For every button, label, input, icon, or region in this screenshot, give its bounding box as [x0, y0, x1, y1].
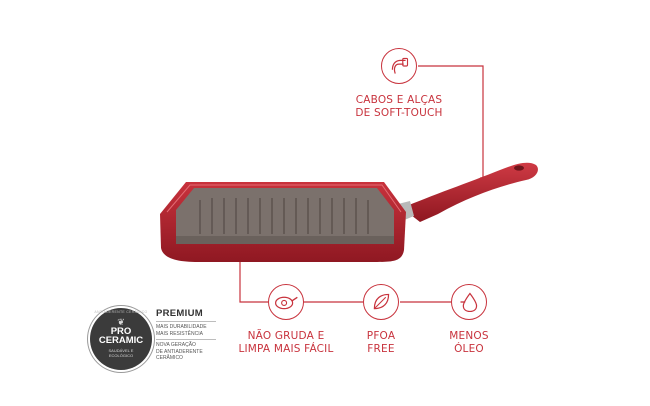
- egg-pan-icon: [268, 284, 304, 320]
- premium-row: MAIS RESISTÊNCIA: [156, 330, 203, 337]
- divider: [156, 321, 216, 322]
- badge-ring-text: ANTIADERENTE CERÂMICO: [94, 310, 148, 314]
- soft-touch-handle-icon: [381, 48, 417, 84]
- leaf-icon: ❦: [117, 317, 125, 327]
- pro-ceramic-badge: ANTIADERENTE CERÂMICO ❦ PRO CERAMIC SAUD…: [90, 308, 152, 370]
- premium-row: DE ANTIADERENTE: [156, 348, 203, 355]
- feature-label-non-stick: NÃO GRUDA E LIMPA MAIS FÁCIL: [236, 330, 336, 356]
- feature-text-line: CABOS E ALÇAS: [355, 94, 443, 106]
- badge-line: ECOLÓGICO: [108, 353, 134, 358]
- badge-line: CERAMIC: [98, 335, 144, 346]
- premium-title: PREMIUM: [156, 308, 203, 319]
- leaf-icon: [363, 284, 399, 320]
- feature-label-soft-touch: CABOS E ALÇAS DE SOFT-TOUCH: [350, 94, 448, 120]
- feature-text-line: PFOA: [366, 330, 396, 342]
- premium-row: CERÂMICO: [156, 355, 183, 361]
- oil-drop-icon: [451, 284, 487, 320]
- feature-label-pfoa: PFOA FREE: [355, 330, 407, 356]
- feature-text-line: ÓLEO: [454, 343, 484, 355]
- feature-text-line: FREE: [367, 343, 395, 355]
- premium-row: MAIS DURABILIDADE: [156, 324, 207, 330]
- premium-row: NOVA GERAÇÃO: [156, 342, 196, 348]
- premium-info: PREMIUM MAIS DURABILIDADE MAIS RESISTÊNC…: [156, 308, 218, 362]
- feature-text-line: NÃO GRUDA E: [247, 330, 325, 342]
- feature-text-line: DE SOFT-TOUCH: [355, 107, 443, 119]
- feature-text-line: MENOS: [449, 330, 489, 342]
- feature-text-line: LIMPA MAIS FÁCIL: [238, 343, 334, 355]
- divider: [156, 339, 216, 340]
- badge-line: PRO: [110, 326, 132, 337]
- feature-label-less-oil: MENOS ÓLEO: [443, 330, 495, 356]
- badge-line: SAUDÁVEL E: [108, 348, 134, 353]
